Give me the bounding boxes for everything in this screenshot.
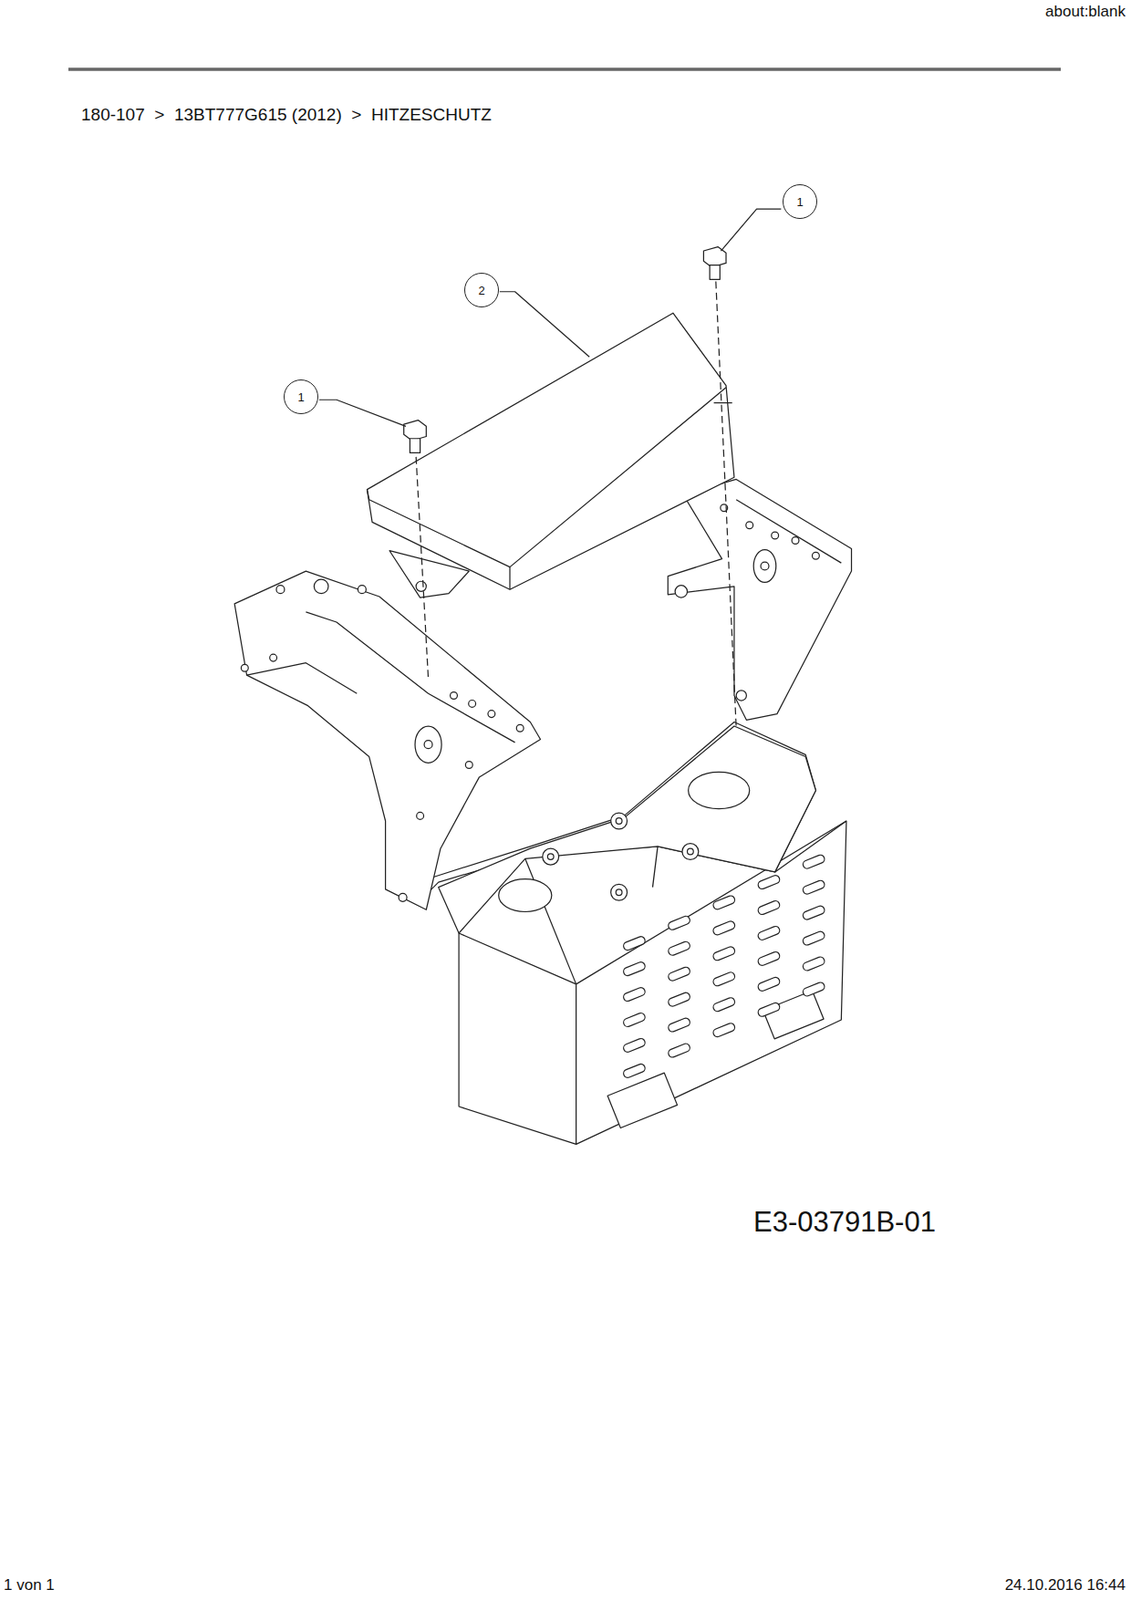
header-rule bbox=[68, 67, 1061, 72]
callout-circle: 2 bbox=[464, 272, 499, 308]
vent-slot bbox=[757, 975, 781, 993]
vent-slot bbox=[667, 1016, 692, 1034]
page-number: 1 von 1 bbox=[3, 1576, 55, 1595]
drawing bbox=[234, 208, 851, 1144]
bolt bbox=[404, 247, 727, 454]
drawing-number: E3-03791B-01 bbox=[753, 1205, 936, 1239]
left-bracket bbox=[234, 570, 540, 910]
vent-slot bbox=[622, 1062, 646, 1080]
vent-slot bbox=[712, 894, 737, 912]
leader-line bbox=[319, 208, 781, 426]
muffler-guard bbox=[423, 722, 847, 1145]
vent-slot bbox=[622, 985, 646, 1003]
vent-slot bbox=[801, 955, 826, 973]
callout-number: 1 bbox=[297, 391, 304, 404]
callout-circle: 1 bbox=[283, 379, 319, 415]
vent-slot bbox=[667, 965, 692, 983]
right-bracket bbox=[667, 478, 851, 720]
vent-slot bbox=[667, 914, 692, 932]
vent-slot bbox=[801, 879, 826, 896]
vent-slot bbox=[622, 1037, 646, 1054]
callout-circle: 1 bbox=[782, 184, 818, 219]
vent-slot bbox=[622, 934, 646, 952]
vent-slot bbox=[622, 960, 646, 977]
vent-slot bbox=[757, 1001, 781, 1018]
vent-slot bbox=[757, 924, 781, 942]
timestamp: 24.10.2016 16:44 bbox=[1005, 1576, 1126, 1595]
vent-slot bbox=[801, 904, 826, 922]
vent-slot bbox=[757, 950, 781, 967]
vent-slot bbox=[712, 920, 737, 937]
vent-slot bbox=[757, 873, 781, 891]
callout-number: 2 bbox=[477, 284, 485, 297]
vent-slot bbox=[757, 899, 781, 916]
vent-slot bbox=[667, 1042, 692, 1059]
vent-slot bbox=[667, 991, 692, 1008]
callout-number: 1 bbox=[796, 196, 803, 208]
vent-slot bbox=[801, 853, 826, 871]
vent-slot bbox=[801, 930, 826, 947]
vent-slot bbox=[712, 1021, 737, 1038]
breadcrumb-title: 180-107 > 13BT777G615 (2012) > HITZESCHU… bbox=[81, 104, 492, 125]
browser-url: about:blank bbox=[1045, 2, 1126, 21]
vent-slot bbox=[712, 996, 737, 1013]
vent-slot bbox=[712, 971, 737, 988]
vent-slot bbox=[712, 945, 737, 963]
vent-slot bbox=[622, 1011, 646, 1028]
vent-slot bbox=[667, 940, 692, 957]
vent-slot bbox=[801, 981, 826, 998]
heat-shield bbox=[366, 312, 734, 598]
mounting-axis bbox=[415, 281, 737, 729]
